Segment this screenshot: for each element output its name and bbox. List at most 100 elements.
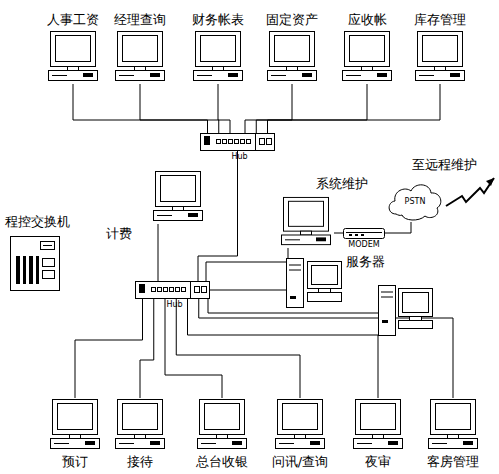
monitor-part — [419, 75, 434, 76]
monitor-part — [228, 73, 238, 77]
monitor-part — [361, 404, 396, 430]
monitor-part — [346, 75, 361, 76]
hub-part — [164, 288, 168, 292]
monitor-part — [268, 71, 317, 81]
monitor-node: 夜审 — [350, 398, 406, 452]
monitor-part — [154, 211, 203, 221]
pbx-node: 程控交换机 — [10, 236, 60, 291]
pbx-part — [43, 245, 52, 246]
link-line — [158, 224, 159, 281]
monitor-part — [276, 439, 325, 449]
server-node: 服务器 — [286, 258, 344, 308]
pbx-part — [23, 256, 26, 284]
modem-part — [344, 229, 385, 239]
pbx-part — [36, 256, 39, 284]
monitor-node: 总台收银 — [194, 398, 250, 452]
monitor-part — [119, 443, 134, 444]
monitor-part — [373, 435, 384, 439]
node-label: 程控交换机 — [5, 214, 70, 229]
monitor-part — [161, 176, 196, 202]
monitor-part — [58, 404, 93, 430]
monitor-part — [217, 435, 228, 439]
monitor-part — [350, 36, 385, 62]
server-slot — [381, 297, 393, 298]
node-label: 接待 — [127, 454, 153, 469]
network-link — [140, 84, 219, 133]
monitor-part — [85, 441, 95, 445]
monitor-part — [356, 400, 401, 435]
node-label: 库存管理 — [414, 12, 466, 27]
free-label: 至远程维护 — [412, 157, 477, 172]
monitor-part — [316, 237, 326, 241]
monitor-part — [232, 441, 242, 445]
node-label: 客房管理 — [427, 454, 479, 469]
monitor-part — [310, 441, 320, 445]
monitor-node: 经理查询 — [112, 30, 168, 84]
server-neck — [410, 317, 422, 321]
monitor-symbol — [190, 30, 246, 84]
server-part — [289, 270, 301, 271]
monitor-part — [463, 441, 473, 445]
monitor-part — [289, 201, 324, 226]
hub-part — [139, 284, 145, 293]
link-line — [268, 84, 441, 133]
monitor-part — [116, 439, 165, 449]
node-label: 问讯/查询 — [272, 454, 328, 469]
link-line — [140, 84, 219, 133]
link-line — [210, 290, 286, 291]
network-link — [206, 248, 288, 281]
hub-part — [170, 288, 174, 292]
monitor-part — [150, 73, 160, 77]
hub-part — [241, 140, 245, 144]
modem-node: MODEM — [343, 226, 385, 240]
link-line — [218, 84, 230, 133]
monitor-part — [135, 67, 146, 71]
hub-part — [176, 288, 180, 292]
link-line — [176, 299, 300, 398]
pbx-part — [43, 259, 55, 267]
link-line — [334, 233, 343, 234]
monitor-node: 接待 — [112, 398, 168, 452]
monitor-node: 计费 — [150, 170, 206, 224]
node-label: 预订 — [62, 454, 88, 469]
monitor-part — [345, 32, 390, 67]
hub-part — [247, 140, 251, 144]
node-label: 人事工资 — [47, 12, 99, 27]
modem-part — [346, 232, 382, 233]
monitor-part — [196, 32, 241, 67]
monitor-part — [357, 443, 372, 444]
monitor-part — [213, 67, 224, 71]
monitor-node: 问讯/查询 — [272, 398, 328, 452]
monitor-node: 客房管理 — [425, 398, 481, 452]
hub-part — [190, 282, 191, 298]
node-label: Hub — [167, 300, 183, 309]
hub-symbol — [135, 281, 210, 299]
node-label: 经理查询 — [114, 12, 166, 27]
hub-part — [204, 136, 210, 145]
monitor-part — [416, 71, 465, 81]
monitor-node: 应收帐 — [339, 30, 395, 84]
monitor-symbol — [194, 398, 250, 452]
link-line — [245, 84, 292, 133]
modem-symbol — [343, 226, 385, 240]
modem-part — [349, 234, 352, 236]
link-line — [256, 84, 367, 133]
link-line — [385, 222, 411, 233]
monitor-part — [194, 71, 243, 81]
monitor-part — [287, 67, 298, 71]
monitor-part — [118, 400, 163, 435]
server-part — [319, 289, 331, 293]
monitor-symbol — [112, 30, 168, 84]
node-label: 夜审 — [365, 454, 391, 469]
network-link — [245, 84, 292, 133]
monitor-part — [432, 443, 447, 444]
server-slot — [381, 292, 393, 293]
monitor-part — [135, 435, 146, 439]
server-screen-inner — [403, 293, 429, 313]
network-link — [188, 299, 379, 398]
monitor-part — [431, 400, 476, 435]
server-part — [308, 262, 342, 289]
monitor-part — [53, 400, 98, 435]
hub-part — [152, 288, 156, 292]
node-label: 总台收银 — [196, 454, 248, 469]
